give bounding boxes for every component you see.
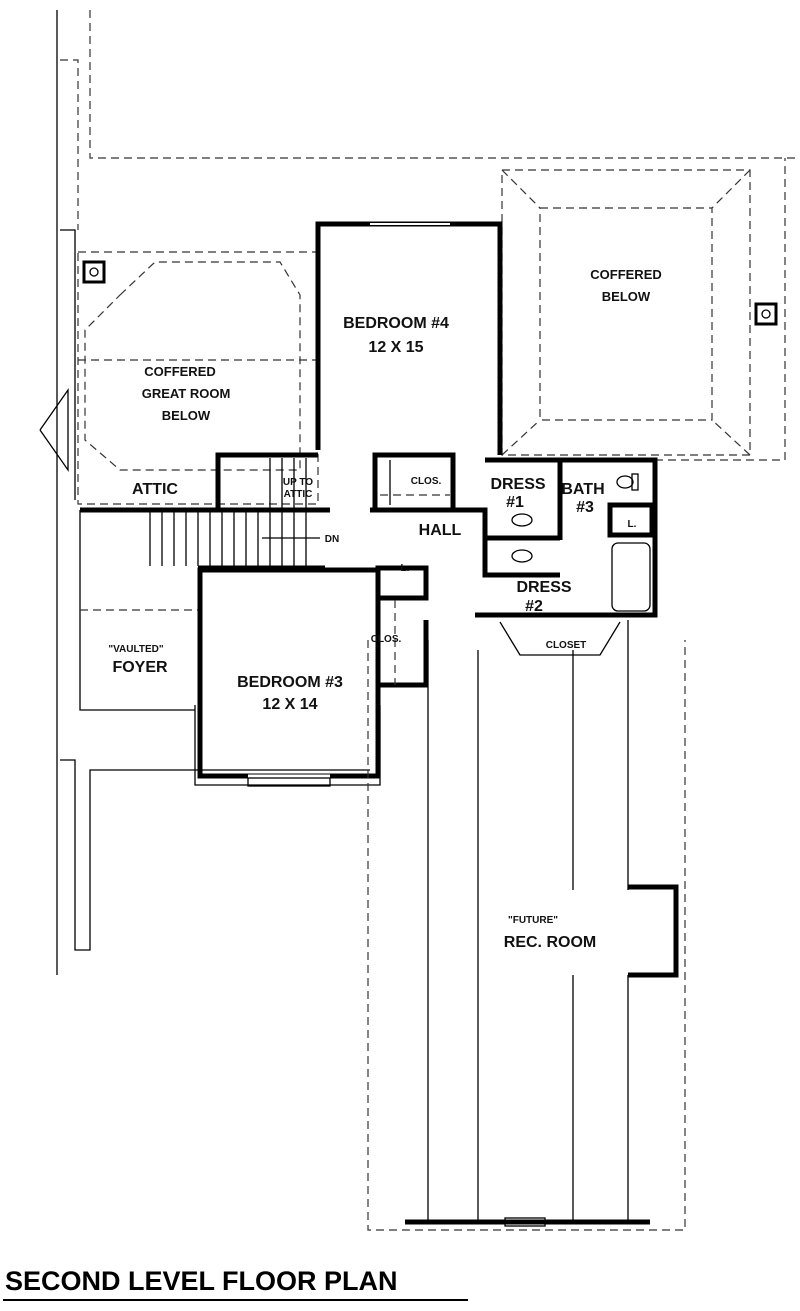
foyer-label-1: "VAULTED" <box>108 644 163 655</box>
attic-label: ATTIC <box>132 481 178 498</box>
up-to-attic-label-2: ATTIC <box>284 489 313 500</box>
bedroom-4-size: 12 X 15 <box>368 339 423 356</box>
bedroom-3-name: BEDROOM #3 <box>237 674 343 691</box>
dress-2-label-1: DRESS <box>516 579 571 596</box>
rec-room-label-1: "FUTURE" <box>508 915 558 926</box>
linen-hall-label: L. <box>401 563 410 574</box>
hall-label: HALL <box>419 522 462 539</box>
stair-down-label: DN <box>325 534 339 545</box>
column-icon <box>82 260 106 284</box>
dress-1-label-1: DRESS <box>490 476 545 493</box>
coffered-label-1: COFFERED <box>590 267 662 282</box>
bath-3-label-1: BATH <box>561 481 604 498</box>
bath-3-label-2: #3 <box>576 499 594 516</box>
great-room-label-1: COFFERED <box>144 364 216 379</box>
closet-label: CLOSET <box>546 640 587 651</box>
bedroom-3-size: 12 X 14 <box>262 696 317 713</box>
rec-room-walls <box>367 620 686 1231</box>
closet-bedroom-3-label: CLOS. <box>371 634 402 645</box>
plan-title: SECOND LEVEL FLOOR PLAN <box>5 1266 398 1296</box>
foyer-label-2: FOYER <box>112 659 168 676</box>
room-labels: COFFERED GREAT ROOM BELOW COFFERED BELOW… <box>108 267 661 951</box>
outline-lines <box>39 10 800 975</box>
great-room-label-2: GREAT ROOM <box>142 386 231 401</box>
great-room-label-3: BELOW <box>162 408 211 423</box>
stairs <box>149 458 320 566</box>
bedroom-4-name: BEDROOM #4 <box>343 315 449 332</box>
linen-bath-label: L. <box>628 519 637 530</box>
dress-2-label-2: #2 <box>525 598 543 615</box>
bedroom-3-walls <box>194 567 381 787</box>
up-to-attic-label-1: UP TO <box>283 477 313 488</box>
right-coffered <box>501 169 778 456</box>
closet-top-label: CLOS. <box>411 476 442 487</box>
column-icon <box>754 302 778 326</box>
foyer-outline <box>79 510 198 711</box>
dress-1-label-2: #1 <box>506 494 524 511</box>
rec-room-label-2: REC. ROOM <box>504 934 596 951</box>
coffered-label-2: BELOW <box>602 289 651 304</box>
bedroom-4-walls <box>315 221 503 455</box>
